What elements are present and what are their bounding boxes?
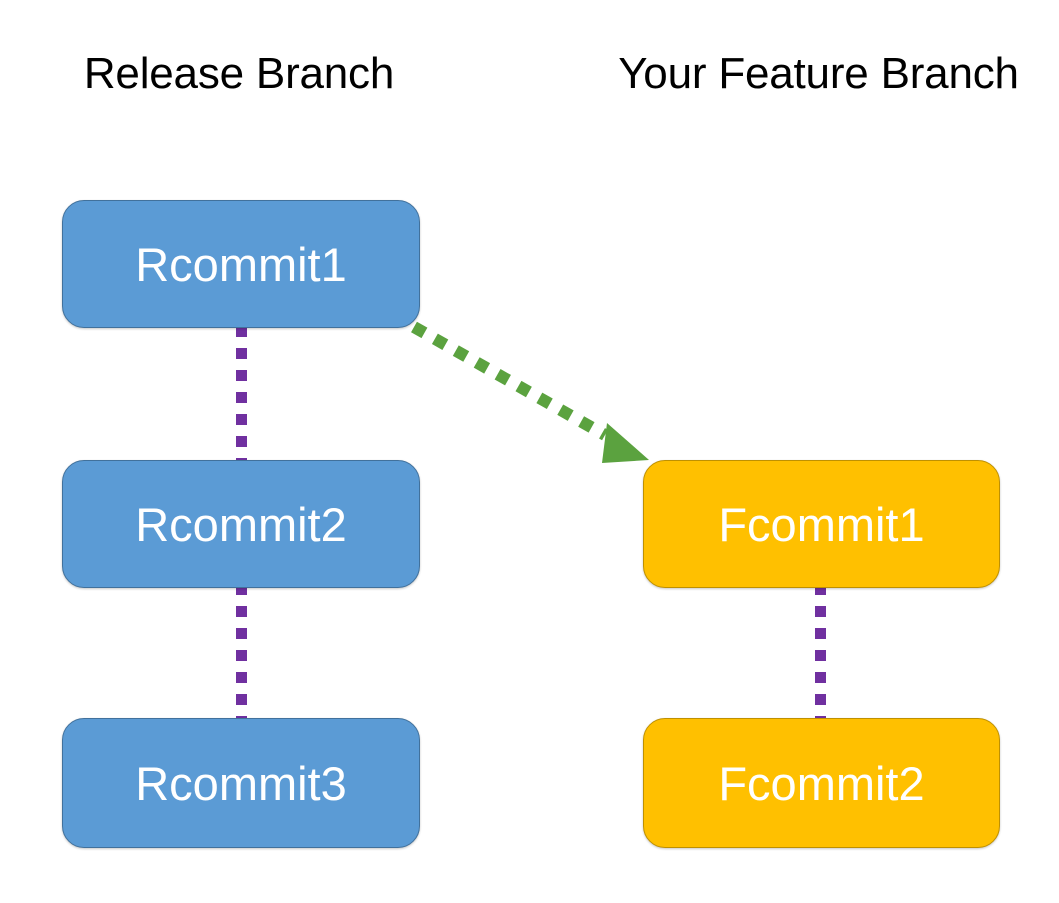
connector-dot	[236, 672, 247, 683]
commit-node-rcommit2[interactable]: Rcommit2	[62, 460, 420, 588]
branch-arrow-line	[411, 321, 608, 441]
connector-dot	[815, 672, 826, 683]
connector-dot	[815, 694, 826, 705]
commit-node-label: Rcommit3	[135, 756, 347, 810]
column-header-feature-branch: Your Feature Branch	[618, 49, 1019, 98]
branch-arrow-head-icon	[602, 423, 649, 463]
connector-dot	[236, 370, 247, 381]
connector-dot	[236, 628, 247, 639]
connector-dot	[236, 584, 247, 595]
connector-dot	[236, 348, 247, 359]
commit-node-rcommit1[interactable]: Rcommit1	[62, 200, 420, 328]
commit-node-rcommit3[interactable]: Rcommit3	[62, 718, 420, 848]
connector-dot	[236, 650, 247, 661]
connector-dot	[236, 694, 247, 705]
commit-node-label: Fcommit2	[718, 756, 925, 810]
column-header-release-branch: Release Branch	[83, 49, 395, 98]
connector-dot	[236, 392, 247, 403]
commit-node-fcommit1[interactable]: Fcommit1	[643, 460, 1000, 588]
commit-node-fcommit2[interactable]: Fcommit2	[643, 718, 1000, 848]
connector-rcommit1-rcommit2	[236, 326, 247, 469]
connector-dot	[815, 606, 826, 617]
connector-dot	[815, 650, 826, 661]
connector-dot	[236, 436, 247, 447]
connector-dot	[236, 414, 247, 425]
commit-node-label: Fcommit1	[718, 497, 925, 551]
connector-fcommit1-fcommit2	[815, 584, 826, 727]
connector-dot	[236, 606, 247, 617]
commit-node-label: Rcommit1	[135, 237, 347, 291]
connector-rcommit2-rcommit3	[236, 584, 247, 727]
commit-node-label: Rcommit2	[135, 497, 347, 551]
connector-dot	[815, 584, 826, 595]
branch-arrow-rcommit1-to-fcommit1	[411, 321, 649, 463]
connector-dot	[815, 628, 826, 639]
connector-dot	[236, 326, 247, 337]
